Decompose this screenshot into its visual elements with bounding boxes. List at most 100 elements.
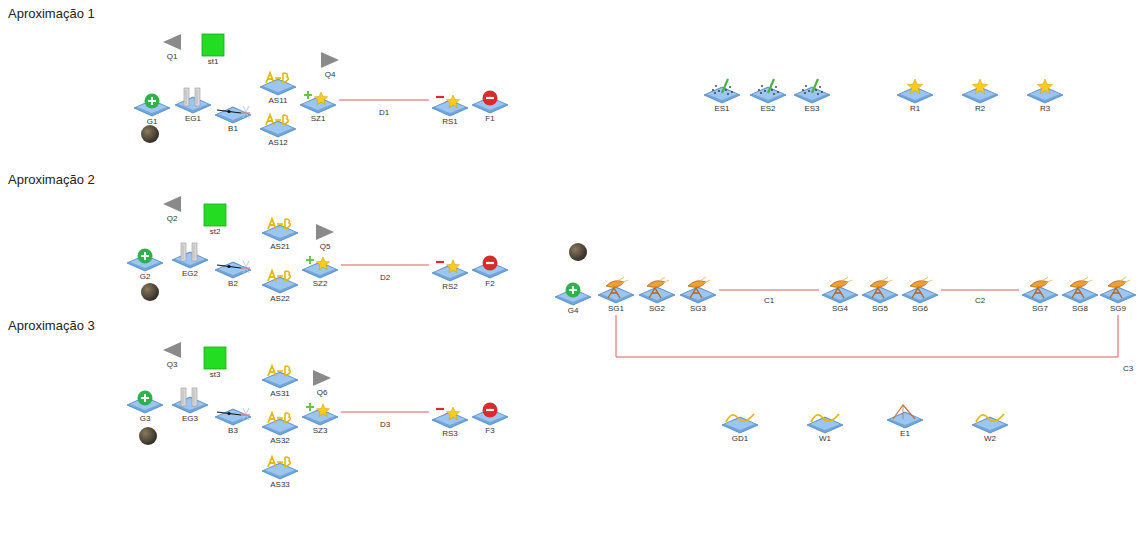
block-label: B1 — [228, 124, 238, 133]
path-label: C3 — [1122, 364, 1134, 373]
sat-icon — [820, 276, 860, 304]
zone-icon — [300, 251, 340, 279]
model-block: B2 — [213, 251, 253, 288]
model-block: G3 — [125, 386, 165, 423]
path-label: D1 — [378, 108, 390, 117]
gate-icon — [170, 386, 210, 414]
wave-icon — [970, 406, 1010, 434]
model-block: AS21 — [260, 214, 300, 251]
rs-icon — [430, 401, 470, 429]
block-label: B3 — [228, 426, 238, 435]
ab-icon — [258, 68, 298, 96]
model-block: Q1 — [161, 32, 183, 61]
model-block: W1 — [805, 406, 845, 443]
model-block: Q5 — [314, 222, 336, 251]
block-label: st1 — [208, 57, 219, 66]
block-label: F1 — [485, 114, 494, 123]
model-block: SG6 — [900, 276, 940, 313]
path-connector — [339, 100, 429, 101]
path-connector — [616, 315, 1118, 357]
ab-icon — [260, 266, 300, 294]
model-block: SG8 — [1060, 276, 1100, 313]
block-label: ES2 — [760, 104, 775, 113]
model-block: ES1 — [702, 76, 742, 113]
model-block: F3 — [470, 398, 510, 435]
block-label: W2 — [984, 434, 996, 443]
block-label: SG7 — [1032, 304, 1048, 313]
block-label: AS12 — [268, 138, 288, 147]
zone-icon — [298, 86, 338, 114]
resource-ball — [569, 243, 587, 261]
model-block: Q2 — [161, 194, 183, 223]
belt-icon — [213, 251, 253, 279]
wave-icon — [805, 406, 845, 434]
block-label: st3 — [210, 370, 221, 379]
block-label: SG9 — [1110, 304, 1126, 313]
e-icon — [885, 401, 925, 429]
model-block: GD1 — [720, 406, 760, 443]
model-block: G1 — [132, 89, 172, 126]
model-block: st1 — [201, 33, 225, 66]
model-block: R1 — [895, 76, 935, 113]
model-block: SZ3 — [300, 398, 340, 435]
sat-icon — [678, 276, 718, 304]
model-block: Q4 — [319, 50, 341, 79]
block-label: F3 — [485, 426, 494, 435]
sq-icon — [203, 203, 227, 227]
block-label: G4 — [568, 306, 579, 315]
gate-icon — [170, 241, 210, 269]
block-label: AS33 — [270, 480, 290, 489]
block-label: SZ2 — [313, 279, 328, 288]
model-block: SG3 — [678, 276, 718, 313]
model-block: EG2 — [170, 241, 210, 278]
gate-icon — [173, 86, 213, 114]
sink-icon — [470, 398, 510, 426]
block-label: Q5 — [320, 242, 331, 251]
model-block: B1 — [213, 96, 253, 133]
model-block: ES3 — [792, 76, 832, 113]
block-label: ES3 — [804, 104, 819, 113]
model-block: Q6 — [311, 368, 333, 397]
block-label: E1 — [900, 429, 910, 438]
block-label: EG2 — [182, 269, 198, 278]
section-heading: Aproximação 1 — [8, 6, 95, 21]
es-icon — [702, 76, 742, 104]
block-label: SG2 — [649, 304, 665, 313]
tl-icon — [161, 340, 183, 360]
es-icon — [748, 76, 788, 104]
model-block: RS1 — [430, 89, 470, 126]
section-heading: Aproximação 3 — [8, 318, 95, 333]
ab-icon — [260, 361, 300, 389]
rs-icon — [430, 254, 470, 282]
block-label: SG1 — [608, 304, 624, 313]
model-block: F1 — [470, 86, 510, 123]
block-label: G2 — [140, 272, 151, 281]
model-block: SG2 — [637, 276, 677, 313]
wave-icon — [720, 406, 760, 434]
model-block: AS31 — [260, 361, 300, 398]
belt-icon — [213, 96, 253, 124]
sat-icon — [860, 276, 900, 304]
sat-icon — [900, 276, 940, 304]
block-label: R1 — [910, 104, 920, 113]
ab-icon — [260, 408, 300, 436]
block-label: SZ1 — [311, 114, 326, 123]
block-label: Q2 — [167, 214, 178, 223]
model-block: AS33 — [260, 452, 300, 489]
block-label: W1 — [819, 434, 831, 443]
model-block: SG9 — [1098, 276, 1138, 313]
block-label: AS11 — [269, 96, 288, 105]
sat-icon — [1020, 276, 1060, 304]
block-label: SZ3 — [313, 426, 328, 435]
block-label: F2 — [485, 279, 494, 288]
rs-icon — [430, 89, 470, 117]
star-icon — [895, 76, 935, 104]
sink-icon — [470, 86, 510, 114]
block-label: R3 — [1040, 104, 1050, 113]
tr-icon — [311, 368, 333, 388]
block-label: AS21 — [270, 242, 290, 251]
model-block: ES2 — [748, 76, 788, 113]
section-heading: Aproximação 2 — [8, 172, 95, 187]
model-block: Q3 — [161, 340, 183, 369]
